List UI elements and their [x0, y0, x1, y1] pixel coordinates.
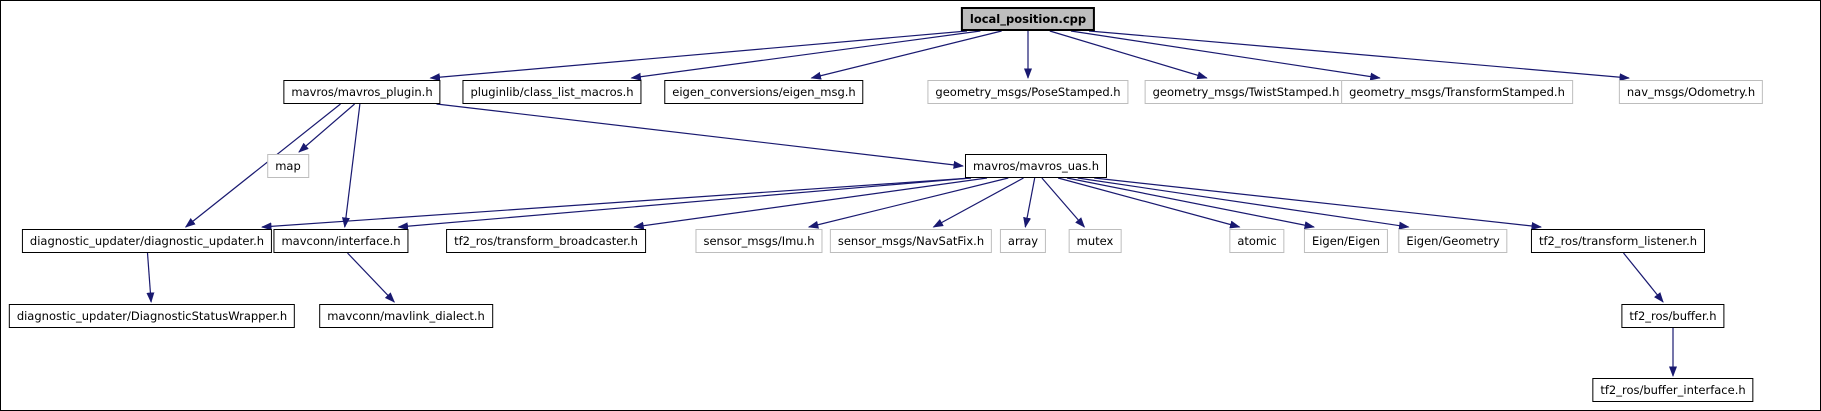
graph-node-transform-stamped: geometry_msgs/TransformStamped.h [1341, 80, 1573, 104]
edge-mavros_uas-to-navsatfix [932, 177, 1024, 228]
graph-node-tf2-buffer-interface[interactable]: tf2_ros/buffer_interface.h [1592, 378, 1754, 402]
graph-node-mavros-plugin[interactable]: mavros/mavros_plugin.h [283, 80, 441, 104]
edge-local_position-to-mavros_plugin [429, 30, 968, 82]
graph-node-mutex: mutex [1068, 229, 1122, 253]
graph-node-local-position: local_position.cpp [960, 7, 1096, 31]
graph-node-pose-stamped: geometry_msgs/PoseStamped.h [927, 80, 1129, 104]
graph-node-imu: sensor_msgs/Imu.h [695, 229, 823, 253]
graph-node-eigen-geometry: Eigen/Geometry [1398, 229, 1508, 253]
graph-node-transform-listener[interactable]: tf2_ros/transform_listener.h [1530, 229, 1706, 253]
edge-mavros_plugin-to-diagnostic_updater [184, 103, 341, 228]
edge-mavros_uas-to-eigen_eigen [1066, 177, 1315, 230]
graph-node-navsatfix: sensor_msgs/NavSatFix.h [829, 229, 993, 253]
graph-node-diagnostic-updater[interactable]: diagnostic_updater/diagnostic_updater.h [21, 229, 273, 253]
edge-diagnostic_updater-to-diagnostic_status_wrapper [146, 252, 155, 303]
graph-node-mavconn-interface[interactable]: mavconn/interface.h [273, 229, 409, 253]
graph-node-eigen-msg[interactable]: eigen_conversions/eigen_msg.h [664, 80, 864, 104]
edge-mavros_uas-to-diagnostic_updater [261, 177, 972, 231]
edge-local_position-to-transform_stamped [1070, 30, 1381, 81]
graph-node-tf2-buffer[interactable]: tf2_ros/buffer.h [1621, 304, 1725, 328]
edge-mavros_uas-to-atomic [1057, 177, 1241, 229]
graph-node-atomic: atomic [1229, 229, 1285, 253]
edge-local_position-to-eigen_msg [810, 30, 1002, 80]
graph-node-diagnostic-status-wrapper[interactable]: diagnostic_updater/DiagnosticStatusWrapp… [8, 304, 296, 328]
edge-mavros_uas-to-mutex [1041, 177, 1086, 228]
graph-node-class-list-macros[interactable]: pluginlib/class_list_macros.h [462, 80, 642, 104]
graph-node-transform-broadcaster[interactable]: tf2_ros/transform_broadcaster.h [446, 229, 646, 253]
edge-mavros_plugin-to-mavros_uas [436, 103, 964, 169]
graph-node-mavros-uas[interactable]: mavros/mavros_uas.h [964, 154, 1108, 178]
edge-local_position-to-class_list_macros [630, 30, 981, 81]
graph-node-map: map [267, 154, 309, 178]
edge-mavros_uas-to-transform_broadcaster [633, 177, 988, 230]
graph-node-twist-stamped: geometry_msgs/TwistStamped.h [1144, 80, 1348, 104]
edge-local_position-to-odometry [1088, 30, 1630, 82]
graph-node-odometry: nav_msgs/Odometry.h [1618, 80, 1764, 104]
edge-mavros_plugin-to-mavconn_interface [341, 103, 361, 228]
edge-mavconn_interface-to-mavlink_dialect [347, 252, 395, 303]
graph-node-array: array [999, 229, 1047, 253]
edge-mavros_uas-to-array [1023, 177, 1036, 228]
edge-local_position-to-twist_stamped [1049, 30, 1208, 80]
graph-node-mavlink-dialect[interactable]: mavconn/mavlink_dialect.h [319, 304, 493, 328]
graph-node-eigen-eigen: Eigen/Eigen [1303, 229, 1389, 253]
edge-mavros_uas-to-eigen_geometry [1077, 177, 1410, 230]
edge-transform_listener-to-tf2_buffer [1623, 252, 1664, 303]
edge-mavros_plugin-to-map [298, 103, 355, 153]
edge-mavros_uas-to-mavconn_interface [397, 177, 972, 231]
edge-mavros_uas-to-transform_listener [1094, 177, 1542, 230]
edge-mavros_uas-to-imu [807, 177, 1009, 229]
